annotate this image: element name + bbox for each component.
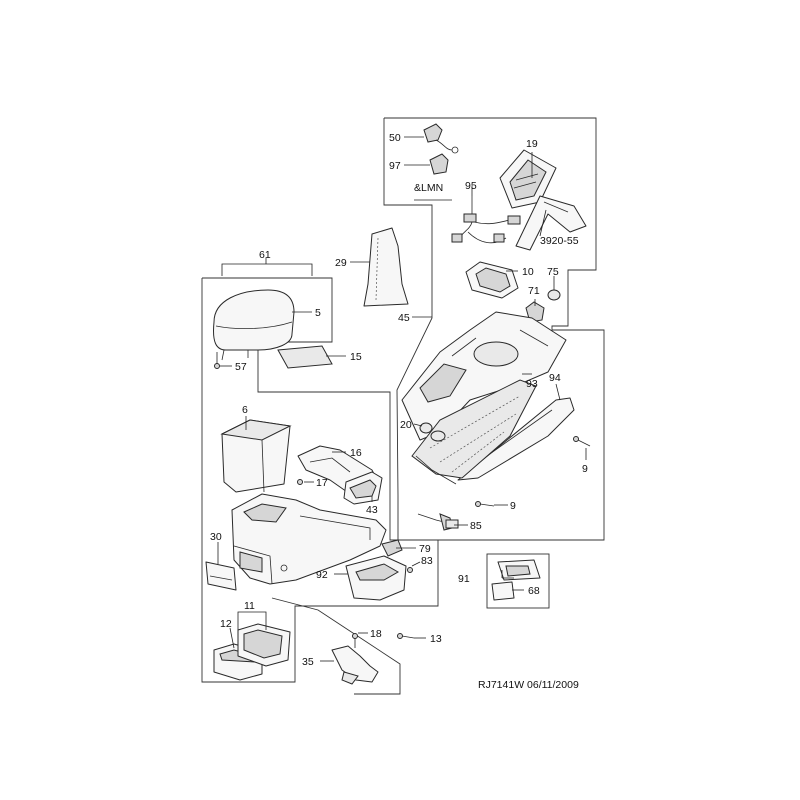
callout-91: 91 [458,573,470,585]
callout-9-lower: 9 [510,500,516,512]
part-57-screw [214,363,220,369]
callout-57: 57 [235,361,247,373]
part-43-cup-insert [343,471,383,505]
callout-45: 45 [398,312,410,324]
frame-armrest [201,277,439,683]
callout-35: 35 [302,656,314,668]
part-91-switch-assy [491,559,541,601]
part-35-bracket [331,645,379,685]
part-19-shift-indicator [499,149,557,209]
callout-12: 12 [220,618,232,630]
callout-97: 97 [389,160,401,172]
callout-43: 43 [366,504,378,516]
part-10-bezel [465,261,519,299]
part-console-bracket [411,379,537,485]
callout-9-right: 9 [582,463,588,475]
part-93-console-upper [401,311,567,441]
callout-92: 92 [316,569,328,581]
callout-lmn: &LMN [414,182,443,194]
part-75-plug [547,289,561,301]
callout-10: 10 [522,266,534,278]
part-50-connector [423,123,459,154]
part-29-gear-boot [363,227,409,307]
part-92-cupholder [345,555,407,601]
callout-6: 6 [242,404,248,416]
part-17-screw [297,479,303,485]
part-6-storage-bin [220,419,292,493]
frame-bottom-bracket [271,597,401,695]
callout-68: 68 [528,585,540,597]
callout-16: 16 [350,447,362,459]
callout-labels: 50 97 &LMN 95 19 3920-55 29 10 75 71 61 … [210,132,588,668]
part-18-screw [352,633,358,639]
callout-71: 71 [528,285,540,297]
callout-29: 29 [335,257,347,269]
part-9-screw-right [573,436,591,447]
callout-19: 19 [526,138,538,150]
part-85-bracket [417,513,459,531]
callout-50: 50 [389,132,401,144]
callout-3920-55: 3920-55 [540,235,579,247]
part-13-screw [397,633,415,639]
frame-top-right [383,117,605,541]
part-5-armrest [213,289,295,361]
part-20-ring [419,422,446,442]
part-79-clip [381,539,403,557]
callout-5: 5 [315,307,321,319]
leader-lines [217,136,587,662]
part-rear-console-housing [231,493,387,585]
part-11-ashtray-housing [237,623,291,667]
callout-85: 85 [470,520,482,532]
part-3920-55-trim [515,195,587,251]
callout-93: 93 [526,378,538,390]
part-83-screw [407,567,413,573]
callout-75: 75 [547,266,559,278]
part-30-cover [205,561,237,591]
frame-switch-assy [486,553,550,609]
callout-95: 95 [465,180,477,192]
callout-20: 20 [400,419,412,431]
callout-83: 83 [421,555,433,567]
callout-13: 13 [430,633,442,645]
drawing-reference: RJ7141W 06/11/2009 [478,679,579,691]
callout-30: 30 [210,531,222,543]
callout-17: 17 [316,477,328,489]
part-9-screw-lower [475,501,495,507]
callout-94: 94 [549,372,561,384]
callout-15: 15 [350,351,362,363]
callout-11: 11 [244,600,255,612]
callout-79: 79 [419,543,431,555]
part-95-harness [451,196,521,244]
callout-61: 61 [259,249,271,261]
part-15-pad [277,345,333,369]
part-97-clip [429,153,449,175]
callout-18: 18 [370,628,382,640]
